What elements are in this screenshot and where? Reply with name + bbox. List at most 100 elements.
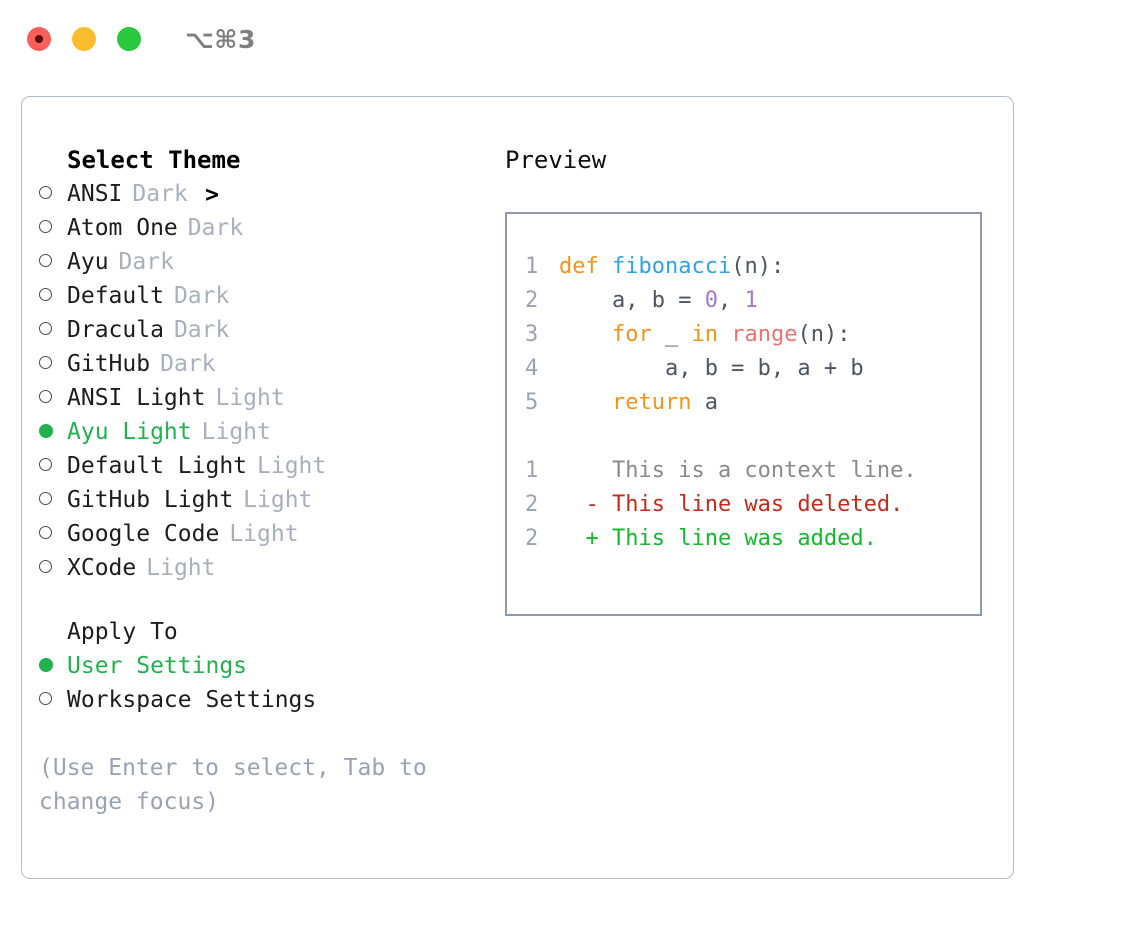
code-line: 2 a, b = 0, 1: [525, 284, 980, 318]
maximize-button[interactable]: [117, 27, 141, 51]
code-token: _: [651, 322, 692, 347]
theme-radio-icon: [39, 279, 67, 313]
code-token: [559, 322, 612, 347]
radio-empty-icon: [39, 390, 52, 403]
code-token: 0: [704, 288, 718, 313]
apply-radio-icon: [39, 649, 67, 683]
theme-radio-icon: [39, 415, 67, 449]
title-bar: ⌥⌘3: [0, 0, 1140, 78]
diff-line: 1 This is a context line.: [525, 454, 980, 488]
theme-radio-icon: [39, 483, 67, 517]
apply-to-heading: Apply To: [39, 615, 492, 649]
diff-text: + This line was added.: [559, 526, 877, 551]
theme-list-item[interactable]: GitHub Light Light: [39, 483, 492, 517]
keyboard-shortcut-label: ⌥⌘3: [185, 24, 256, 54]
code-line: 1 def fibonacci(n):: [525, 250, 980, 284]
close-button[interactable]: [27, 27, 51, 51]
radio-empty-icon: [39, 186, 52, 199]
radio-empty-icon: [39, 220, 52, 233]
theme-variant: Dark: [160, 351, 216, 377]
apply-to-label: User Settings: [67, 653, 248, 679]
preview-gap: [525, 420, 980, 454]
code-line: 5 return a: [525, 386, 980, 420]
code-token: in: [691, 322, 718, 347]
select-theme-heading: > Select Theme: [39, 143, 492, 208]
theme-name: Atom One: [67, 215, 178, 241]
theme-name: Default Light: [67, 453, 248, 479]
theme-name: GitHub Light: [67, 487, 234, 513]
radio-empty-icon: [39, 288, 52, 301]
theme-list-item[interactable]: Atom One Dark: [39, 211, 492, 245]
radio-empty-icon: [39, 322, 52, 335]
radio-selected-icon: [39, 657, 53, 672]
diff-line: 2 + This line was added.: [525, 522, 980, 556]
theme-name: Ayu Light: [67, 419, 192, 445]
theme-variant: Dark: [173, 317, 230, 343]
line-number: 5: [525, 390, 539, 415]
line-number: 2: [525, 492, 539, 517]
diff-text: - This line was deleted.: [559, 492, 904, 517]
diff-text: This is a context line.: [559, 458, 917, 483]
theme-list-item[interactable]: XCode Light: [39, 551, 492, 585]
theme-list-item[interactable]: ANSI Light Light: [39, 381, 492, 415]
radio-selected-icon: [39, 423, 53, 438]
code-token: 1: [744, 288, 758, 313]
code-token: a: [691, 390, 718, 415]
code-token: a, b =: [559, 288, 705, 313]
radio-empty-icon: [39, 560, 52, 573]
line-number: 1: [525, 458, 539, 483]
code-token: (n):: [797, 322, 851, 347]
apply-radio-icon: [39, 683, 67, 717]
radio-empty-icon: [39, 492, 52, 505]
code-text: a, b = b, a + b: [559, 352, 864, 386]
theme-variant: Light: [243, 487, 313, 513]
minimize-button[interactable]: [72, 27, 96, 51]
theme-list-item[interactable]: Dracula Dark: [39, 313, 492, 347]
theme-name: XCode: [67, 555, 137, 581]
radio-empty-icon: [39, 254, 52, 267]
theme-list-item[interactable]: GitHub Dark: [39, 347, 492, 381]
theme-radio-icon: [39, 551, 67, 585]
apply-to-item[interactable]: User Settings: [39, 649, 492, 683]
code-token: for: [611, 322, 652, 347]
code-token: (n):: [731, 254, 785, 279]
theme-name: Dracula: [67, 317, 164, 343]
apply-to-item[interactable]: Workspace Settings: [39, 683, 492, 717]
line-number: 2: [525, 526, 539, 551]
radio-empty-icon: [39, 526, 52, 539]
code-token: return: [611, 390, 692, 415]
code-token: range: [731, 322, 798, 347]
diff-sample: 1 This is a context line. 2 - This line w…: [525, 454, 980, 556]
code-token: def: [559, 254, 612, 279]
code-token: fibonacci: [611, 254, 732, 279]
window-controls: [27, 27, 141, 51]
theme-name: ANSI Light: [67, 385, 206, 411]
theme-variant: Light: [146, 555, 216, 581]
theme-variant: Dark: [173, 283, 230, 309]
theme-variant: Dark: [187, 215, 244, 241]
line-number: 1: [525, 254, 539, 279]
theme-variant: Light: [215, 385, 285, 411]
theme-name: Ayu: [67, 249, 109, 275]
radio-empty-icon: [39, 356, 52, 369]
theme-name: Google Code: [67, 521, 220, 547]
theme-name: GitHub: [67, 351, 151, 377]
theme-radio-icon: [39, 177, 67, 211]
code-text: def fibonacci(n):: [559, 250, 784, 284]
code-token: [559, 390, 612, 415]
preview-heading: Preview: [505, 146, 607, 174]
